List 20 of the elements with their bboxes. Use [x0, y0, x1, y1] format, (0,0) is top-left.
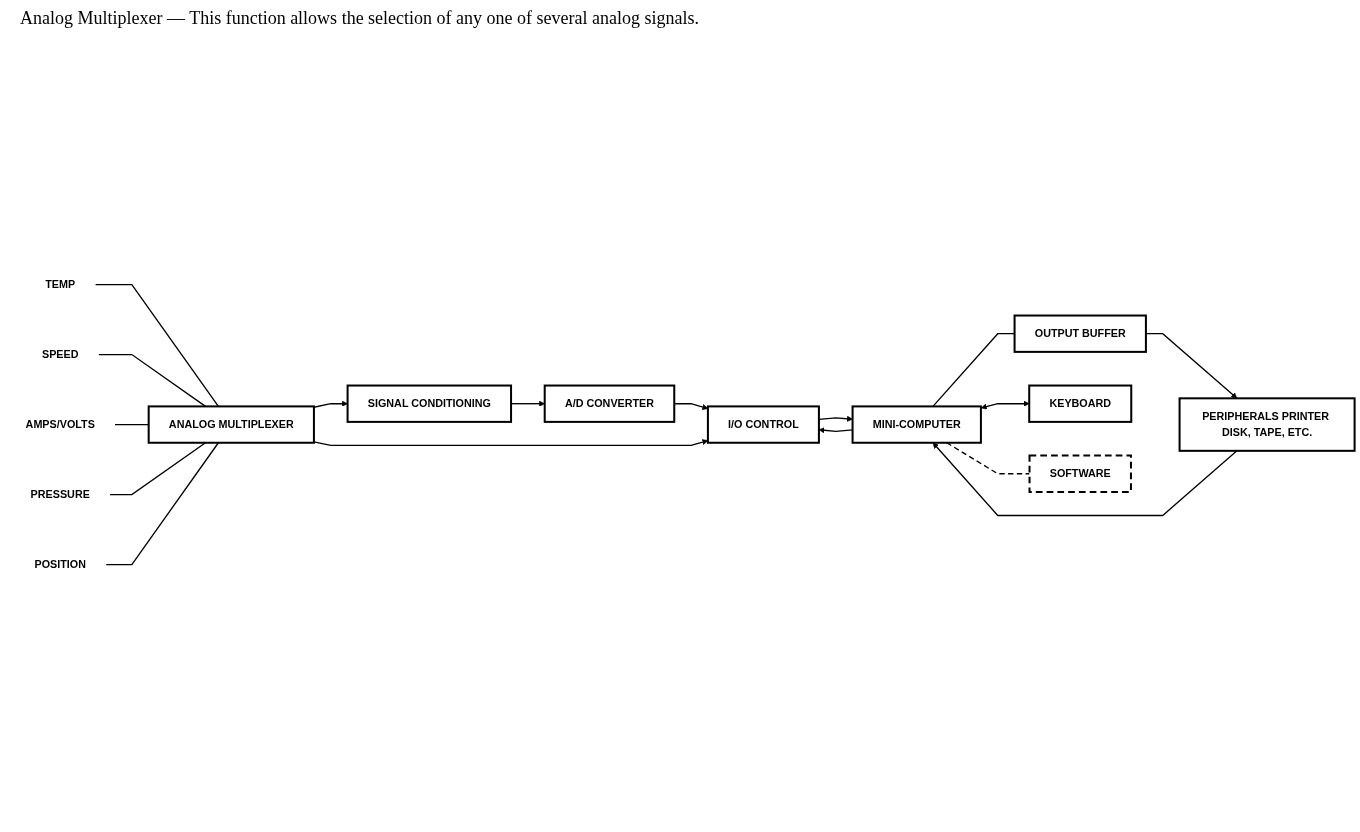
node-text: TEMP	[45, 278, 76, 291]
description-text: Analog Multiplexer — This function allows the selection of any one of several analog signals.	[20, 8, 700, 29]
arrow	[313, 401, 348, 409]
node-box: OUTPUT BUFFER	[1013, 314, 1147, 354]
node-box: MINI-COMPUTER	[851, 405, 982, 445]
arrow	[1145, 333, 1238, 399]
node-text: PRESSURE	[30, 488, 90, 501]
node-box: SOFTWARE	[1028, 454, 1132, 494]
node-box: PERIPHERALS PRINTER DISK, TAPE, ETC.	[1178, 397, 1356, 453]
node-box: ANALOG MULTIPLEXER	[147, 405, 315, 445]
node-text: SPEED	[41, 348, 79, 361]
arrow	[980, 401, 1030, 410]
node-box: KEYBOARD	[1028, 384, 1133, 424]
node-box: SIGNAL CONDITIONING	[346, 384, 513, 424]
arrow	[818, 416, 853, 423]
arrow	[313, 439, 709, 447]
node-box: A/D CONVERTER	[543, 384, 676, 424]
node-text: POSITION	[34, 558, 86, 571]
node-text: AMPS/VOLTS	[25, 418, 95, 431]
node-box: I/O CONTROL	[706, 405, 820, 445]
